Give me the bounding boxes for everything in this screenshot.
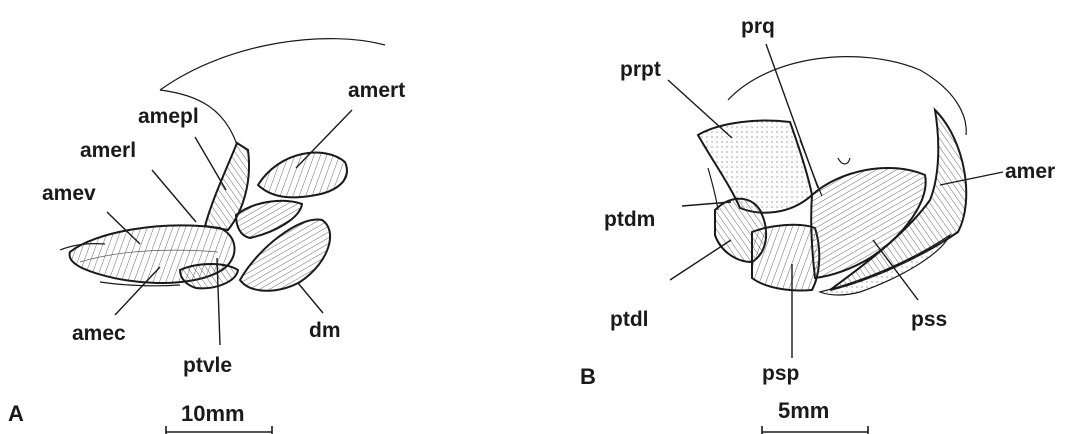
label-amec: amec — [72, 322, 126, 345]
panel-a-scale-label: 10mm — [181, 401, 245, 426]
panel-b-letter: B — [580, 364, 596, 389]
prpt-leader — [668, 80, 732, 138]
label-ptdl: ptdl — [610, 308, 648, 331]
panel-b-scale-label: 5mm — [778, 398, 829, 423]
psp-muscle — [752, 225, 819, 291]
label-dm: dm — [309, 319, 341, 342]
amerl-leader — [152, 170, 196, 222]
label-prpt: prpt — [620, 58, 661, 81]
label-amert: amert — [348, 79, 405, 102]
label-amer: amer — [1005, 160, 1055, 183]
ptdl-leader — [670, 240, 731, 280]
label-ptdm: ptdm — [604, 208, 655, 231]
amepl-leader — [195, 137, 226, 190]
label-psp: psp — [762, 362, 799, 385]
dm-leader — [298, 283, 323, 313]
panel-a: amert amepl amerl amev amec ptvle dm A 1… — [8, 39, 405, 434]
label-amerl: amerl — [80, 139, 136, 162]
label-prq: prq — [741, 15, 775, 38]
amert-muscle — [258, 153, 347, 198]
panel-b-scale-bar — [762, 426, 868, 434]
label-ptvle: ptvle — [183, 354, 232, 377]
prpt-plate — [698, 121, 812, 213]
panel-a-scale-bar — [166, 426, 272, 434]
label-amepl: amepl — [138, 105, 199, 128]
panel-a-letter: A — [8, 401, 24, 426]
label-pss: pss — [911, 308, 947, 331]
ptvle-muscle — [180, 264, 238, 288]
panel-b: prq prpt amer ptdm ptdl psp pss B 5mm — [580, 15, 1055, 434]
label-amev: amev — [42, 182, 96, 205]
